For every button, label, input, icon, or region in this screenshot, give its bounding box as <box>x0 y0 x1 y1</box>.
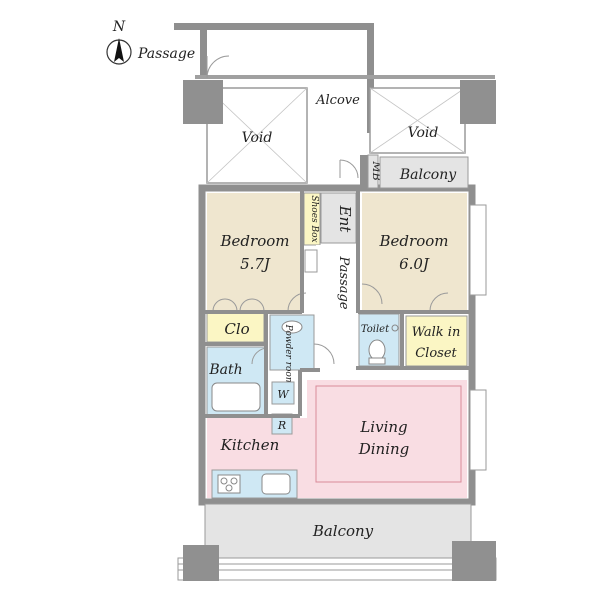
toilet-label: Toilet <box>361 324 390 335</box>
walk-in-closet-line1: Walk in <box>412 325 461 340</box>
living-label-line1: Living <box>359 418 407 436</box>
balcony-top-label: Balcony <box>399 167 457 183</box>
powder-room: Powder room <box>269 314 335 386</box>
kitchen-counter <box>211 469 298 499</box>
bedroom-left: Bedroom 5.7J <box>207 193 307 312</box>
walk-in-closet: Walk in Closet <box>405 315 468 367</box>
washbasin-icon <box>281 320 303 334</box>
bath-label: Bath <box>208 362 242 378</box>
balcony-bottom: Balcony <box>177 503 497 581</box>
stove-icon <box>217 474 241 494</box>
washer-label: W <box>277 388 290 401</box>
pillar-bottom-left <box>183 545 219 581</box>
pillar-bottom-right <box>452 541 496 581</box>
void-left: Void <box>206 87 308 184</box>
kitchen-sink-icon <box>261 473 291 495</box>
pillar-top-right <box>460 80 496 124</box>
pillar-top-left <box>183 80 223 124</box>
walk-in-closet-line2: Closet <box>415 346 457 361</box>
sink-icon <box>391 324 399 332</box>
bathtub-icon <box>211 382 261 412</box>
powder-room-label: Powder room <box>283 324 293 386</box>
north-arrow-icon <box>114 38 124 62</box>
closet: Clo <box>206 312 265 343</box>
top-balcony: MB Balcony <box>367 154 469 189</box>
passage: Passage <box>304 245 356 363</box>
interior-walls <box>205 190 469 418</box>
shoes-box-label: Shoes Box <box>309 195 319 242</box>
bedroom-left-size: 5.7J <box>240 255 271 273</box>
closet-label: Clo <box>224 320 249 338</box>
window-living <box>469 389 487 471</box>
void-right-label: Void <box>408 125 439 141</box>
kitchen-label: Kitchen <box>220 436 280 454</box>
living-label-line2: Dining <box>358 440 410 458</box>
entrance-label: Ent <box>336 205 354 234</box>
toilet-icon <box>368 339 386 361</box>
balcony-bottom-label: Balcony <box>312 522 374 540</box>
washer: W <box>271 381 295 405</box>
void-left-label: Void <box>242 130 273 146</box>
window-bedroom-right <box>469 204 487 296</box>
entrance: Ent <box>320 192 357 244</box>
void-right: Void <box>369 87 466 154</box>
shoes-box: Shoes Box <box>303 192 321 246</box>
living-floor <box>307 380 467 498</box>
passage-label: Passage <box>336 255 351 309</box>
refrigerator-label: R <box>277 419 286 432</box>
alcove-label: Alcove <box>315 93 360 108</box>
compass: N Passage <box>106 19 195 65</box>
bedroom-left-name: Bedroom <box>220 232 290 250</box>
bedroom-right: Bedroom 6.0J <box>361 193 467 312</box>
toilet-room: Toilet <box>358 313 400 367</box>
living-outline <box>315 385 462 483</box>
passage-label-top: Passage <box>137 46 195 62</box>
bedroom-right-size: 6.0J <box>399 255 430 273</box>
bath: Bath <box>206 346 269 416</box>
bedroom-right-name: Bedroom <box>379 232 449 250</box>
exterior-walls <box>174 23 495 133</box>
compass-north-letter: N <box>112 19 126 35</box>
